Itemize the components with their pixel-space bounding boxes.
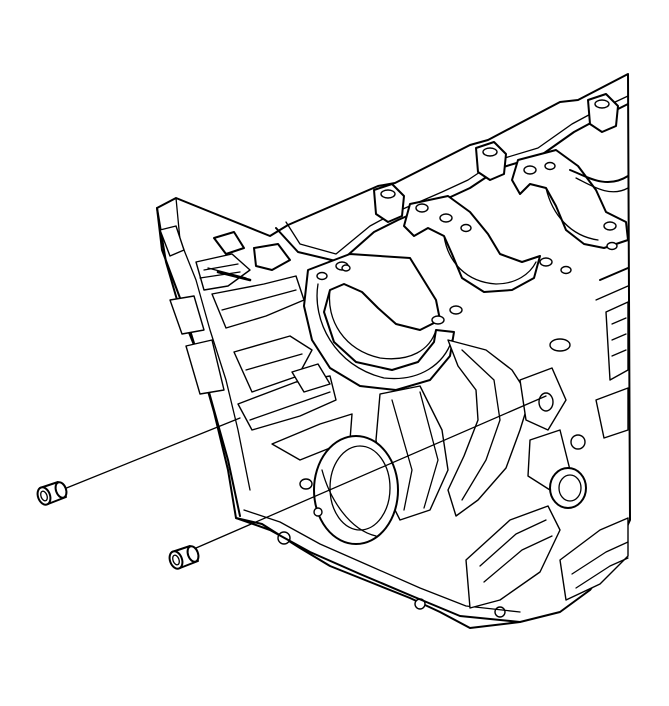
upper-left-tabs <box>207 231 291 282</box>
core-plug-lower <box>168 545 200 570</box>
deck-bosses <box>341 93 619 352</box>
right-side-detail <box>595 267 629 439</box>
cam-bore <box>299 435 399 545</box>
leader-lines <box>63 395 547 549</box>
lower-bosses <box>277 392 587 618</box>
engine-block <box>156 73 631 629</box>
bolt-bosses <box>316 161 618 325</box>
core-plug-upper <box>36 481 68 506</box>
main-bearing-saddles <box>303 149 629 391</box>
lower-rail <box>235 505 629 623</box>
front-face-ribs <box>156 197 571 521</box>
